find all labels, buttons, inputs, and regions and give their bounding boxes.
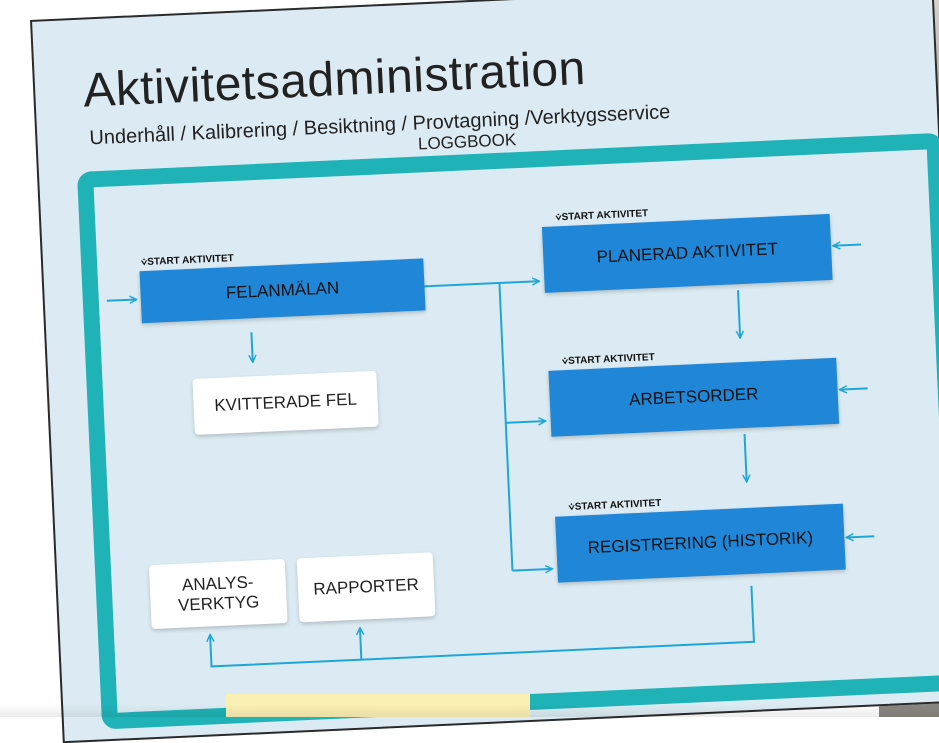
arrows-layer: [106, 0, 875, 668]
connector-branch-vertical: [498, 282, 514, 571]
analysverktyg-line2: VERKTYG: [177, 592, 260, 615]
kvitterade-fel-box[interactable]: KVITTERADE FEL: [192, 370, 379, 435]
arrow-into-planerad: [833, 245, 862, 246]
arrow-arbetsorder-to-registrering: [745, 433, 747, 482]
diagram-board: Aktivitetsadministration Underhåll / Kal…: [30, 0, 939, 743]
planerad-aktivitet-box[interactable]: PLANERAD AKTIVITET: [541, 213, 833, 293]
registrering-box[interactable]: REGISTRERING (HISTORIK): [555, 503, 846, 583]
arrow-felanmalan-to-kvitterade: [251, 332, 252, 362]
arrow-into-registrering: [846, 536, 875, 537]
arrow-into-felanmalan: [106, 299, 137, 300]
connector-bottom-loop: [209, 585, 755, 668]
arrow-to-arbetsorder: [505, 421, 546, 423]
arrow-felanmalan-to-planerad: [424, 281, 539, 288]
arrow-to-rapporter: [360, 628, 361, 660]
yellow-note-strip: [226, 694, 530, 717]
arbetsorder-box[interactable]: ARBETSORDER: [548, 357, 840, 437]
arrow-to-registrering: [512, 569, 552, 571]
arrow-into-arbetsorder: [840, 388, 868, 389]
arrow-planerad-to-arbetsorder: [738, 290, 740, 338]
bottom-shadow: [0, 704, 939, 717]
analysverktyg-box[interactable]: ANALYS- VERKTYG: [148, 559, 288, 630]
rapporter-box[interactable]: RAPPORTER: [296, 552, 436, 623]
